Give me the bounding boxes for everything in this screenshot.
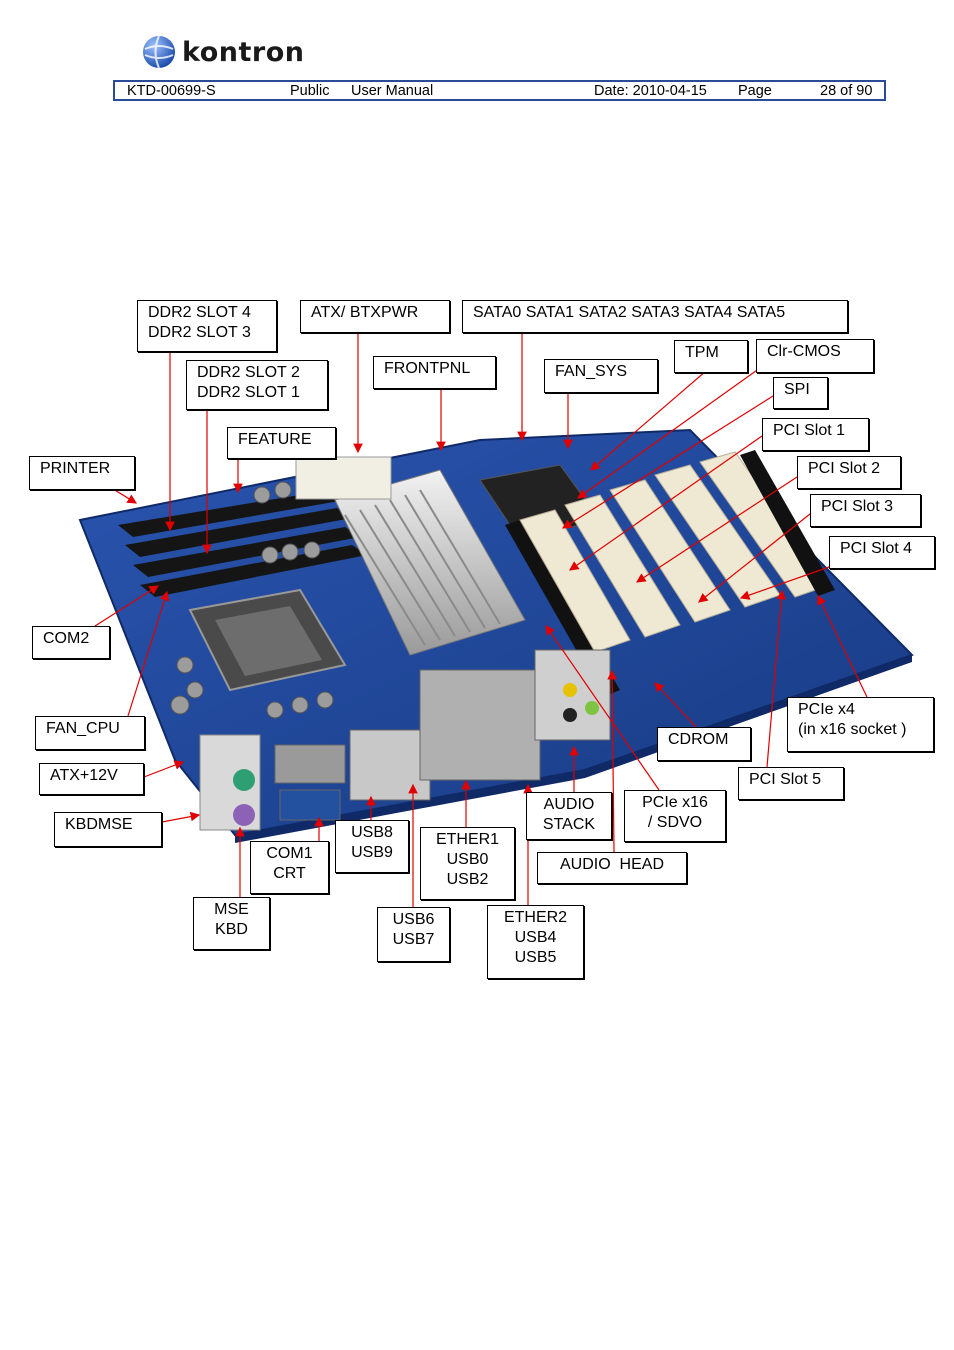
label-printer: PRINTER [29, 456, 135, 490]
label-fan-sys: FAN_SYS [544, 359, 658, 393]
label-com1-crt: COM1 CRT [250, 841, 329, 894]
page-number: 28 of 90 [820, 83, 873, 99]
label-pcie-x16-sdvo: PCIe x16 / SDVO [624, 790, 726, 842]
label-spi: SPI [773, 377, 828, 409]
logo-wordmark: kontron [182, 36, 305, 68]
leader-arrows [94, 333, 868, 907]
doc-classification: Public [290, 83, 330, 99]
label-audio-head: AUDIO HEAD [537, 852, 687, 884]
label-clr-cmos: Clr-CMOS [756, 339, 874, 373]
pci-slots [519, 451, 831, 653]
label-ddr2-slot-2-1: DDR2 SLOT 2 DDR2 SLOT 1 [186, 360, 328, 410]
label-usb8-usb9: USB8 USB9 [335, 820, 409, 873]
label-frontpnl: FRONTPNL [373, 356, 496, 389]
label-com2: COM2 [32, 626, 110, 659]
label-pci-slot-5: PCI Slot 5 [738, 767, 844, 800]
label-atx-btxpwr: ATX/ BTXPWR [300, 300, 450, 333]
label-audio-stack: AUDIO STACK [526, 792, 612, 840]
label-pci-slot-4: PCI Slot 4 [829, 536, 935, 569]
label-ddr2-slot-4-3: DDR2 SLOT 4 DDR2 SLOT 3 [137, 300, 277, 352]
label-ether2: ETHER2 USB4 USB5 [487, 905, 584, 979]
northbridge-heatsink [334, 469, 526, 656]
label-mse-kbd: MSE KBD [193, 897, 270, 950]
label-kbdmse: KBDMSE [54, 812, 162, 847]
label-atx-12v: ATX+12V [39, 763, 144, 795]
doc-id: KTD-00699-S [127, 83, 216, 99]
label-ether1: ETHER1 USB0 USB2 [420, 827, 515, 900]
pcie-x4-slot [740, 450, 835, 596]
document-header: KTD-00699-S Public User Manual Date: 201… [113, 80, 886, 101]
label-fan-cpu: FAN_CPU [35, 716, 145, 750]
capacitors [170, 481, 334, 719]
label-pci-slot-3: PCI Slot 3 [810, 494, 921, 527]
label-cdrom: CDROM [657, 727, 751, 761]
label-feature: FEATURE [227, 427, 336, 459]
kontron-logo: kontron [142, 33, 305, 71]
cpu-socket [188, 588, 347, 692]
label-pci-slot-1: PCI Slot 1 [762, 418, 869, 451]
page-label: Page [738, 83, 772, 99]
label-pci-slot-2: PCI Slot 2 [797, 456, 901, 489]
label-sata: SATA0 SATA1 SATA2 SATA3 SATA4 SATA5 [462, 300, 848, 333]
label-pcie-x4: PCIe x4 (in x16 socket ) [787, 697, 934, 752]
rear-io-panel [199, 649, 611, 831]
kontron-globe-icon [143, 35, 175, 69]
doc-type: User Manual [351, 83, 434, 99]
label-tpm: TPM [674, 340, 748, 373]
label-usb6-usb7: USB6 USB7 [377, 907, 450, 962]
atx-power-connector [295, 456, 392, 500]
doc-date: Date: 2010-04-15 [594, 83, 707, 99]
